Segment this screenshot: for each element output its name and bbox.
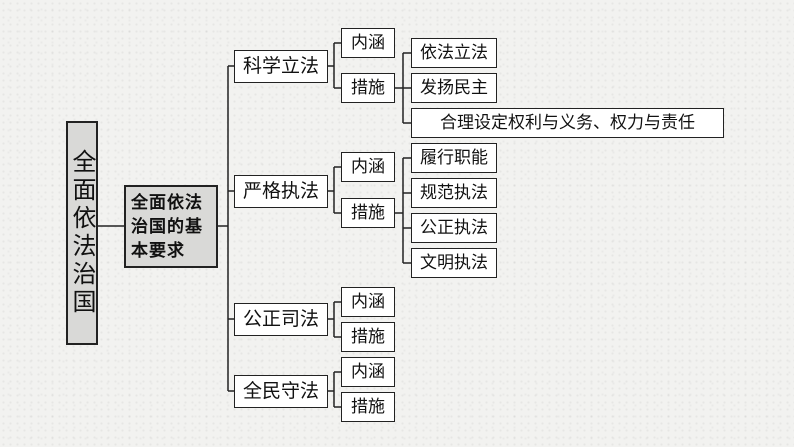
measure-item: 规范执法 [411, 178, 497, 208]
measure-item: 文明执法 [411, 248, 497, 278]
measure-node: 措施 [341, 392, 395, 422]
measure-node: 措施 [341, 198, 395, 228]
measure-item: 依法立法 [411, 38, 497, 68]
branch-node-scientific-legislation: 科学立法 [234, 50, 328, 83]
measure-node: 措施 [341, 73, 395, 103]
measure-item: 发扬民主 [411, 73, 497, 103]
inner-node: 内涵 [341, 152, 395, 182]
inner-node: 内涵 [341, 287, 395, 317]
branch-node-fair-justice: 公正司法 [234, 303, 328, 336]
root-node: 全面依法治国 [66, 121, 98, 345]
inner-node: 内涵 [341, 28, 395, 58]
branch-node-strict-enforcement: 严格执法 [234, 175, 328, 208]
inner-node: 内涵 [341, 357, 395, 387]
requirement-node: 全面依法治国的基本要求 [124, 185, 218, 268]
branch-node-universal-observance: 全民守法 [234, 375, 328, 408]
measure-node: 措施 [341, 322, 395, 352]
measure-item: 合理设定权利与义务、权力与责任 [411, 108, 724, 138]
measure-item: 公正执法 [411, 213, 497, 243]
measure-item: 履行职能 [411, 143, 497, 173]
